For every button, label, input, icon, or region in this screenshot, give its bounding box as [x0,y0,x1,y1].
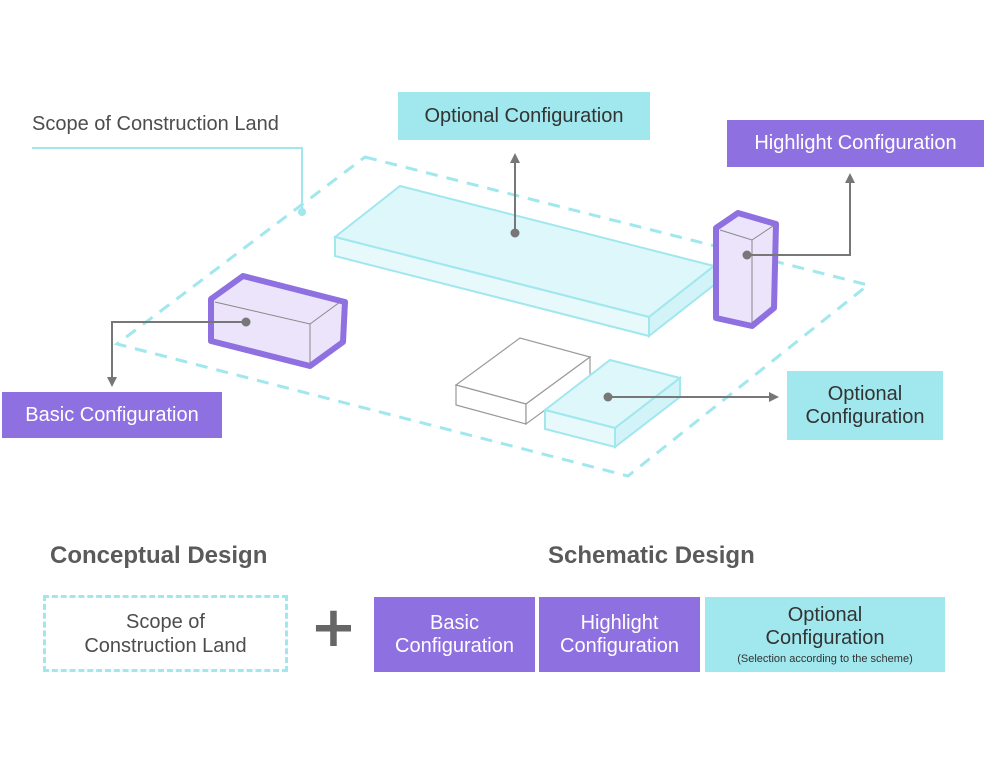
legend-basic-line2: Configuration [395,634,514,657]
highlight-dot [742,250,752,260]
legend-highlight-line2: Configuration [560,634,679,657]
basic-label: Basic Configuration [2,392,222,438]
optional-top-label: Optional Configuration [398,92,650,140]
conceptual-design-heading: Conceptual Design [50,542,268,569]
construction-land-boundary [113,155,872,478]
legend-optional-box: Optional Configuration (Selection accord… [705,597,945,672]
highlight-label: Highlight Configuration [727,120,984,167]
optional-right-label-line1: Optional [827,382,903,405]
legend-optional-line1: Optional [787,603,863,626]
scope-label: Scope of Construction Land [32,113,279,135]
scope-leader-line [32,147,303,212]
legend-optional-note: (Selection according to the scheme) [737,652,913,665]
scope-leader-dot [298,208,306,216]
legend-scope-box: Scope of Construction Land [43,595,288,672]
legend-optional-line2: Configuration [765,626,885,649]
basic-connector [107,321,246,387]
legend-basic-line1: Basic [430,611,479,634]
legend-highlight-line1: Highlight [580,611,659,634]
plus-sign: + [310,595,357,660]
basic-block [208,273,348,369]
schematic-design-heading: Schematic Design [548,542,755,569]
legend-highlight-box: Highlight Configuration [539,597,700,672]
basic-dot [241,317,251,327]
highlight-block [713,210,779,329]
legend-scope-line2: Construction Land [84,634,247,657]
legend-scope-line1: Scope of [126,610,205,633]
optional-slab-block [332,184,717,339]
highlight-connector [747,173,855,256]
legend-basic-box: Basic Configuration [374,597,535,672]
optional-right-dot [603,392,613,402]
optional-right-label-line2: Configuration [805,405,925,428]
optional-top-dot [510,228,520,238]
optional-right-label: Optional Configuration [787,371,943,440]
